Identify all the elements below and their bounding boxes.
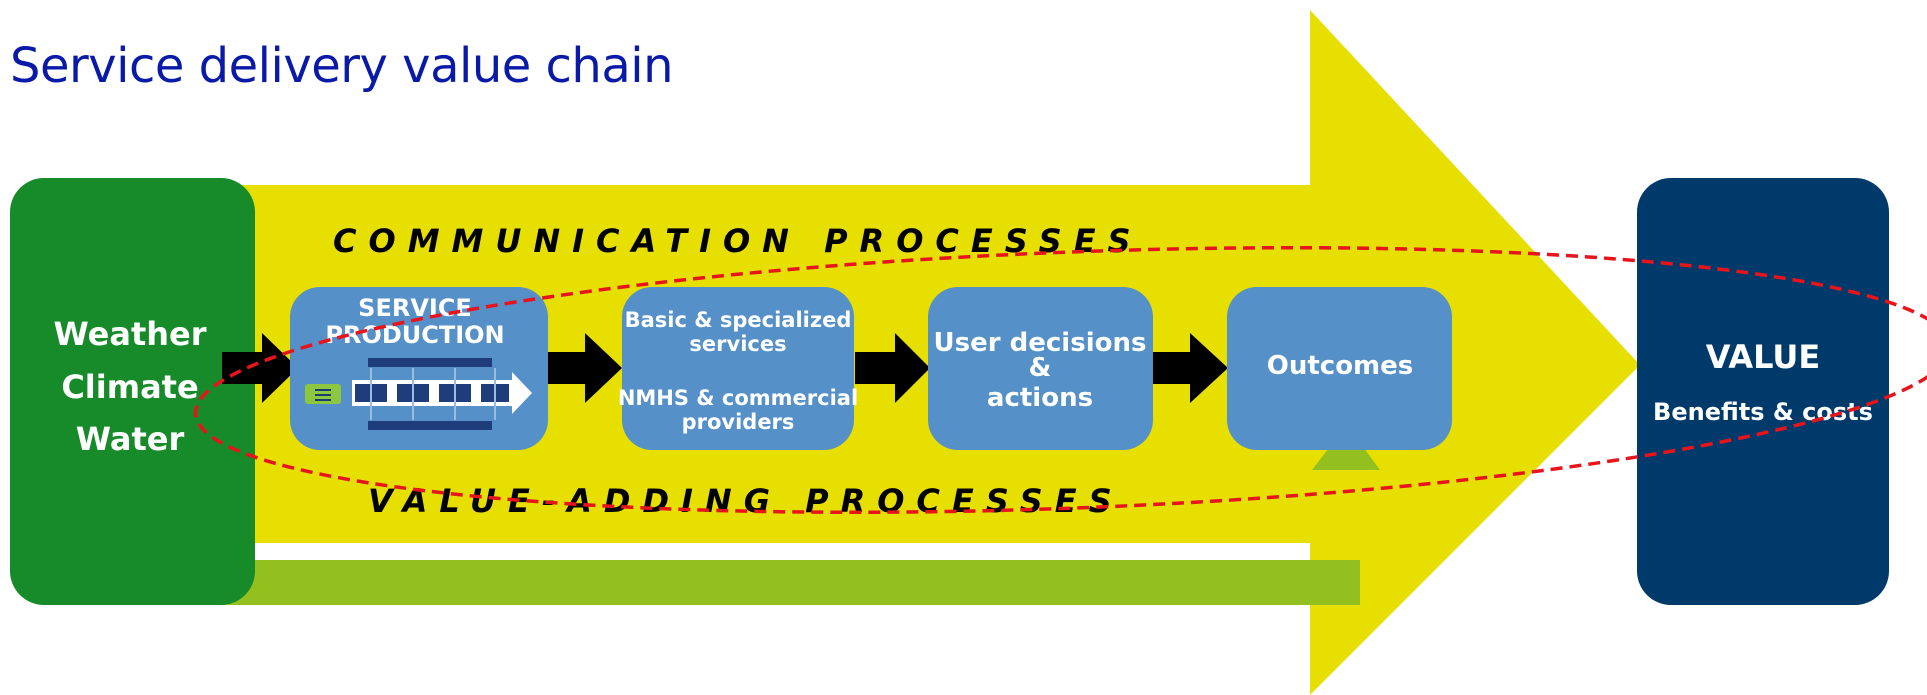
flow-arrow: [545, 333, 622, 403]
stage-label: providers: [682, 410, 795, 434]
stage-label: PRODUCTION: [325, 321, 504, 349]
source-line: Weather: [53, 315, 206, 353]
stage-box-service-production: [290, 287, 548, 450]
page-title: Service delivery value chain: [10, 38, 674, 94]
feedback-channel: [250, 543, 1310, 560]
stage-box-user-decisions: [928, 287, 1153, 450]
value-adding-processes-label: VALUE-ADDING PROCESSES: [368, 482, 1124, 520]
stage-label: SERVICE: [358, 294, 472, 322]
stage-label: Outcomes: [1267, 351, 1414, 381]
value-title: VALUE: [1706, 338, 1820, 376]
source-line: Climate: [61, 368, 198, 406]
stage-label: &: [1029, 353, 1052, 383]
highlight-ellipse: [193, 245, 1927, 515]
flow-arrow: [222, 333, 298, 403]
flow-arrow: [1150, 333, 1228, 403]
big-arrow: [200, 10, 1640, 695]
flow-arrow: [855, 333, 930, 403]
stage-label: NMHS & commercial: [618, 386, 858, 410]
service-production-schematic-icon: [305, 358, 532, 430]
feedback-arrow-up: [1315, 440, 1355, 470]
stage-box-outcomes: [1227, 287, 1452, 450]
stage-label: services: [689, 332, 786, 356]
feedback-arrow: [200, 440, 1380, 605]
value-subtitle: Benefits & costs: [1653, 398, 1873, 426]
source-box: [10, 178, 255, 605]
stage-label: actions: [987, 383, 1093, 413]
source-line: Water: [76, 420, 185, 458]
stage-box-services: [622, 287, 854, 450]
stage-label: User decisions: [934, 328, 1147, 358]
value-box: [1637, 178, 1889, 605]
stage-label: Basic & specialized: [625, 308, 852, 332]
